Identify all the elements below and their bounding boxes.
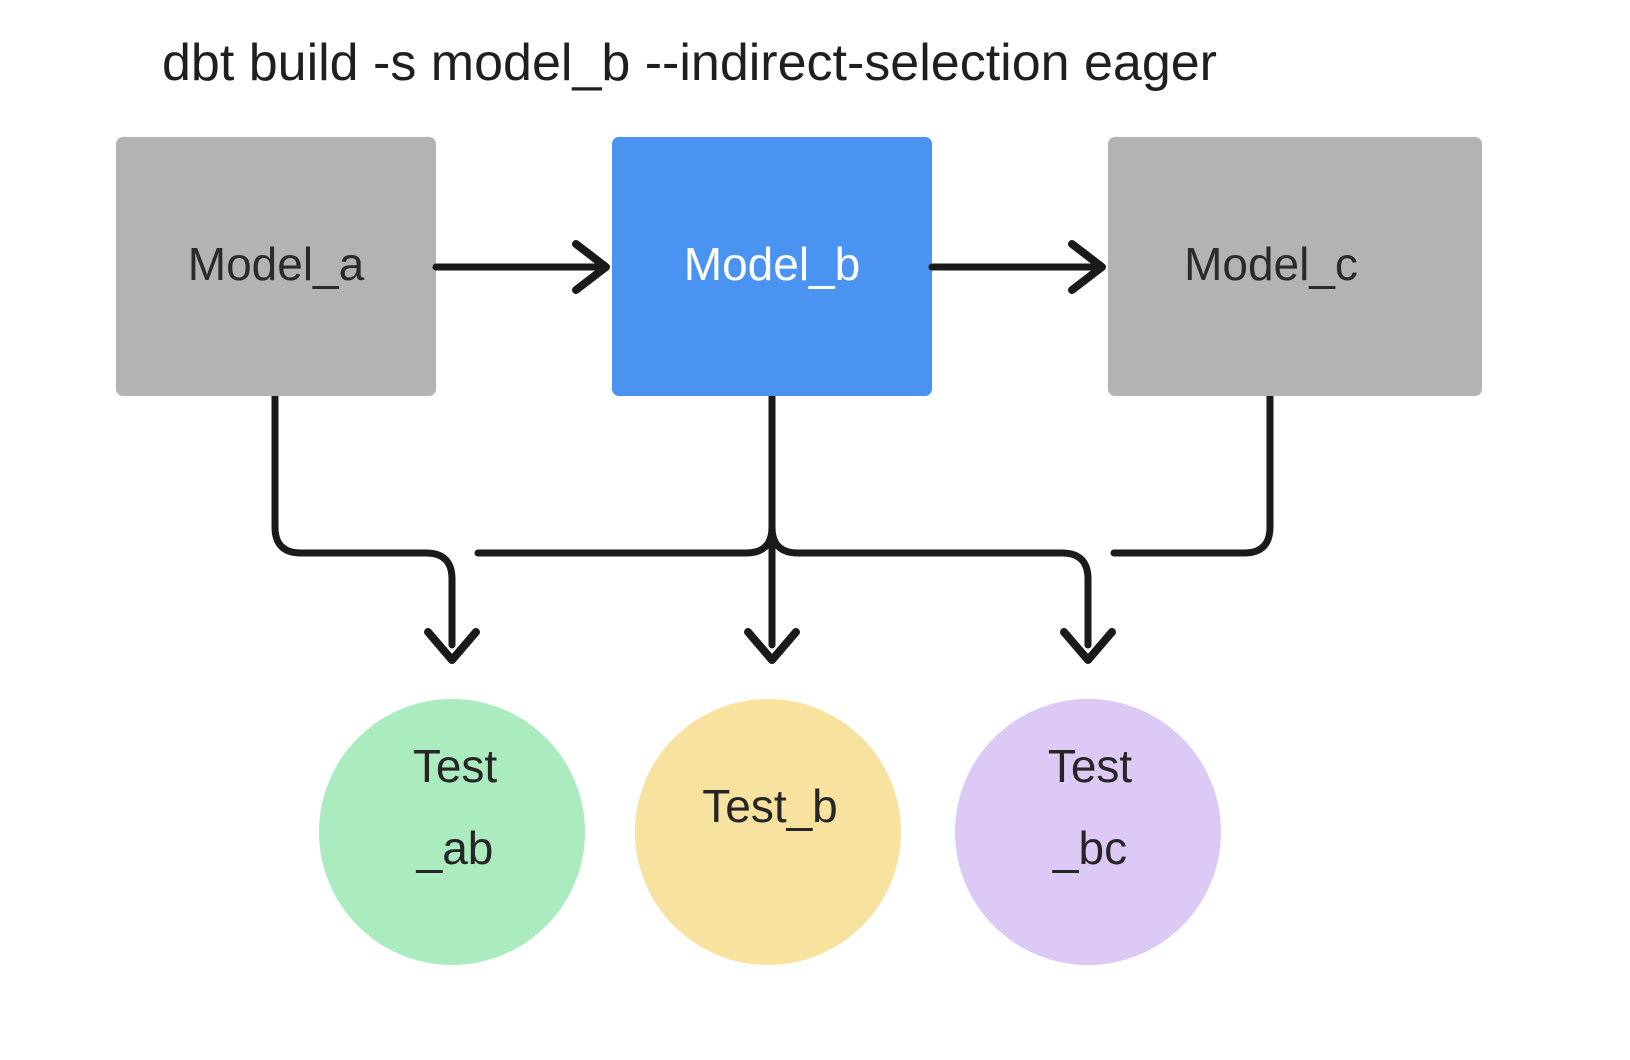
model-b-box[interactable] bbox=[612, 137, 932, 396]
model-a-box[interactable] bbox=[116, 137, 436, 396]
arrowhead-right-model-c-icon bbox=[1068, 240, 1106, 294]
node-test-b[interactable]: Test_b bbox=[635, 699, 901, 965]
test-b-label-line1: Test_b bbox=[702, 780, 838, 832]
arrowhead-down-test-b-icon bbox=[744, 628, 800, 664]
test-ab-label-line2: _ab bbox=[416, 822, 494, 874]
node-model-c[interactable]: Model_c bbox=[1108, 137, 1482, 396]
edge-model-b-to-model-c bbox=[928, 240, 1106, 294]
node-model-b[interactable]: Model_b bbox=[612, 137, 932, 396]
model-b-label: Model_b bbox=[684, 238, 860, 290]
node-test-ab[interactable]: Test _ab bbox=[319, 699, 585, 965]
edge-model-c-to-test-bc bbox=[1110, 392, 1274, 557]
model-c-box[interactable] bbox=[1108, 137, 1482, 396]
arrowhead-down-test-bc-icon bbox=[1060, 628, 1116, 664]
edge-group-model-to-test bbox=[271, 392, 1274, 649]
diagram-title: dbt build -s model_b --indirect-selectio… bbox=[162, 34, 1217, 92]
node-test-bc[interactable]: Test _bc bbox=[955, 699, 1221, 965]
test-bc-label-line2: _bc bbox=[1052, 822, 1127, 874]
edge-model-a-to-model-b bbox=[432, 240, 610, 294]
test-bc-circle[interactable] bbox=[955, 699, 1221, 965]
model-a-label: Model_a bbox=[188, 238, 365, 290]
arrowhead-right-model-b-icon bbox=[572, 240, 610, 294]
edge-model-a-to-test-ab bbox=[271, 392, 456, 649]
test-b-circle[interactable] bbox=[635, 699, 901, 965]
edge-model-b-to-test-ab bbox=[474, 392, 776, 557]
edge-model-b-to-test-bc bbox=[768, 523, 1092, 649]
arrowhead-down-test-ab-icon bbox=[424, 628, 480, 664]
test-ab-circle[interactable] bbox=[319, 699, 585, 965]
model-c-label: Model_c bbox=[1184, 238, 1358, 290]
test-ab-label-line1: Test bbox=[413, 740, 498, 792]
test-bc-label-line1: Test bbox=[1048, 740, 1133, 792]
arrowhead-group-tests bbox=[424, 628, 1116, 664]
node-model-a[interactable]: Model_a bbox=[116, 137, 436, 396]
